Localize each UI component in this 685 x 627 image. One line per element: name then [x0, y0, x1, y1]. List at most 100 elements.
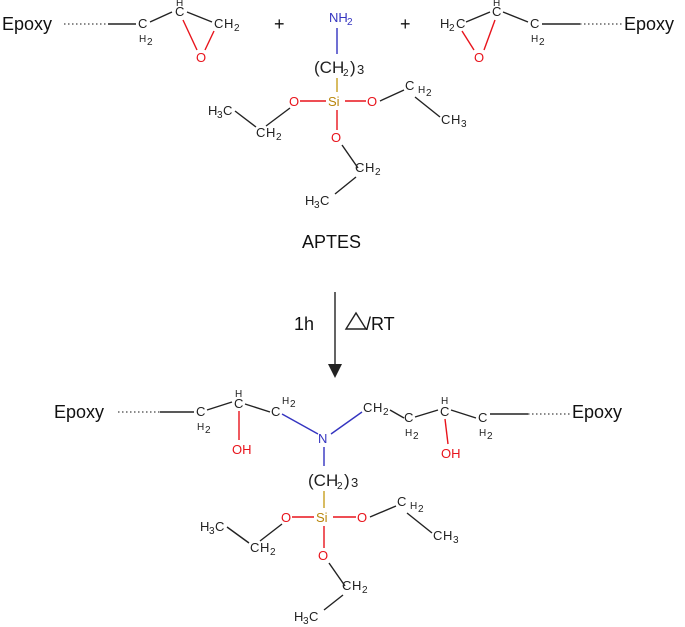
subscript: 3 [453, 535, 459, 546]
bond [334, 176, 357, 195]
aptes-label: APTES [302, 232, 361, 252]
subscript: 3 [217, 110, 223, 121]
oxygen-epoxide: O [196, 50, 206, 65]
oxygen: O [318, 548, 328, 563]
atom-c: C [456, 16, 465, 31]
atom-h: H [443, 528, 452, 543]
atom-h: H [224, 16, 233, 31]
subscript: 2 [276, 132, 282, 143]
bond-oh [444, 418, 449, 445]
bond-o [204, 30, 215, 51]
atom-h: H [266, 125, 275, 140]
product-epoxy-left: Epoxy [54, 402, 104, 422]
atom-h: H [282, 396, 289, 407]
oxygen: O [331, 130, 341, 145]
subscript: 2 [418, 504, 424, 515]
bond [379, 89, 405, 102]
atom-h: H [418, 85, 425, 96]
bond-o [182, 19, 198, 51]
bond [414, 409, 439, 418]
subscript: 2 [347, 17, 353, 28]
bond-o [461, 30, 475, 51]
bond [186, 11, 213, 23]
atom-c: C [363, 400, 372, 415]
atom-h: H [200, 519, 209, 534]
atom-h: H [373, 400, 382, 415]
paren-ch2: (CH [314, 58, 344, 77]
hydroxyl: OH [441, 446, 461, 461]
epoxy-left-label: Epoxy [2, 14, 52, 34]
subscript: 2 [413, 431, 419, 442]
atom-c: C [215, 519, 224, 534]
atom-h: H [260, 540, 269, 555]
subscript: 2 [270, 547, 276, 558]
paren-close: ) [350, 58, 356, 77]
bond [341, 144, 359, 169]
atom-c: C [250, 540, 259, 555]
bond [465, 11, 491, 23]
subscript: 2 [343, 68, 349, 79]
atom-h: H [365, 160, 374, 175]
bond-n [330, 411, 363, 435]
plus-sign: + [274, 14, 285, 34]
oxygen: O [289, 94, 299, 109]
oxygen: O [281, 510, 291, 525]
paren-close: ) [344, 471, 350, 490]
atom-h: H [479, 428, 486, 439]
atom-h: H [440, 16, 449, 31]
subscript: 2 [362, 585, 368, 596]
atom-c: C [404, 410, 413, 425]
bond [206, 401, 233, 411]
oxygen: O [357, 510, 367, 525]
silicon-atom: Si [316, 510, 328, 525]
atom-h: H [451, 112, 460, 127]
atom-c: C [492, 4, 501, 19]
subscript-3: 3 [357, 62, 364, 77]
bond [328, 562, 346, 587]
atom-h: H [493, 0, 500, 9]
reaction-time: 1h [294, 314, 314, 334]
bond [149, 11, 173, 23]
atom-h: H [410, 501, 417, 512]
atom-c: C [223, 103, 232, 118]
subscript: 2 [426, 88, 432, 99]
hydroxyl: OH [232, 442, 252, 457]
atom-c: C [342, 578, 351, 593]
atom-c: C [175, 4, 184, 19]
atom-c: C [214, 16, 223, 31]
atom-nh: NH [329, 10, 348, 25]
atom-c: C [530, 16, 539, 31]
atom-c: C [405, 78, 414, 93]
subscript: 2 [539, 37, 545, 48]
bond [369, 505, 397, 518]
subscript: 3 [314, 200, 320, 211]
subscript: 2 [383, 407, 389, 418]
bond [244, 403, 271, 413]
subscript: 3 [303, 616, 309, 627]
bond-o [483, 19, 496, 51]
atom-c: C [256, 125, 265, 140]
bond [450, 409, 477, 419]
atom-h: H [176, 0, 183, 9]
atom-h: H [208, 103, 217, 118]
atom-c: C [397, 494, 406, 509]
atom-h: H [405, 428, 412, 439]
product-epoxy-right: Epoxy [572, 402, 622, 422]
oxygen: O [367, 94, 377, 109]
bond [389, 409, 405, 419]
atom-c: C [320, 193, 329, 208]
atom-c: C [478, 410, 487, 425]
bond [234, 110, 257, 128]
atom-c: C [234, 396, 243, 411]
bond [502, 11, 529, 23]
nitrogen-atom: N [318, 431, 327, 446]
subscript: 2 [234, 23, 240, 34]
atom-h: H [139, 34, 146, 45]
subscript: 2 [449, 23, 455, 34]
paren-ch2: (CH [308, 471, 338, 490]
subscript: 2 [487, 431, 493, 442]
subscript: 2 [375, 167, 381, 178]
bond [259, 523, 283, 542]
bond [406, 512, 433, 534]
